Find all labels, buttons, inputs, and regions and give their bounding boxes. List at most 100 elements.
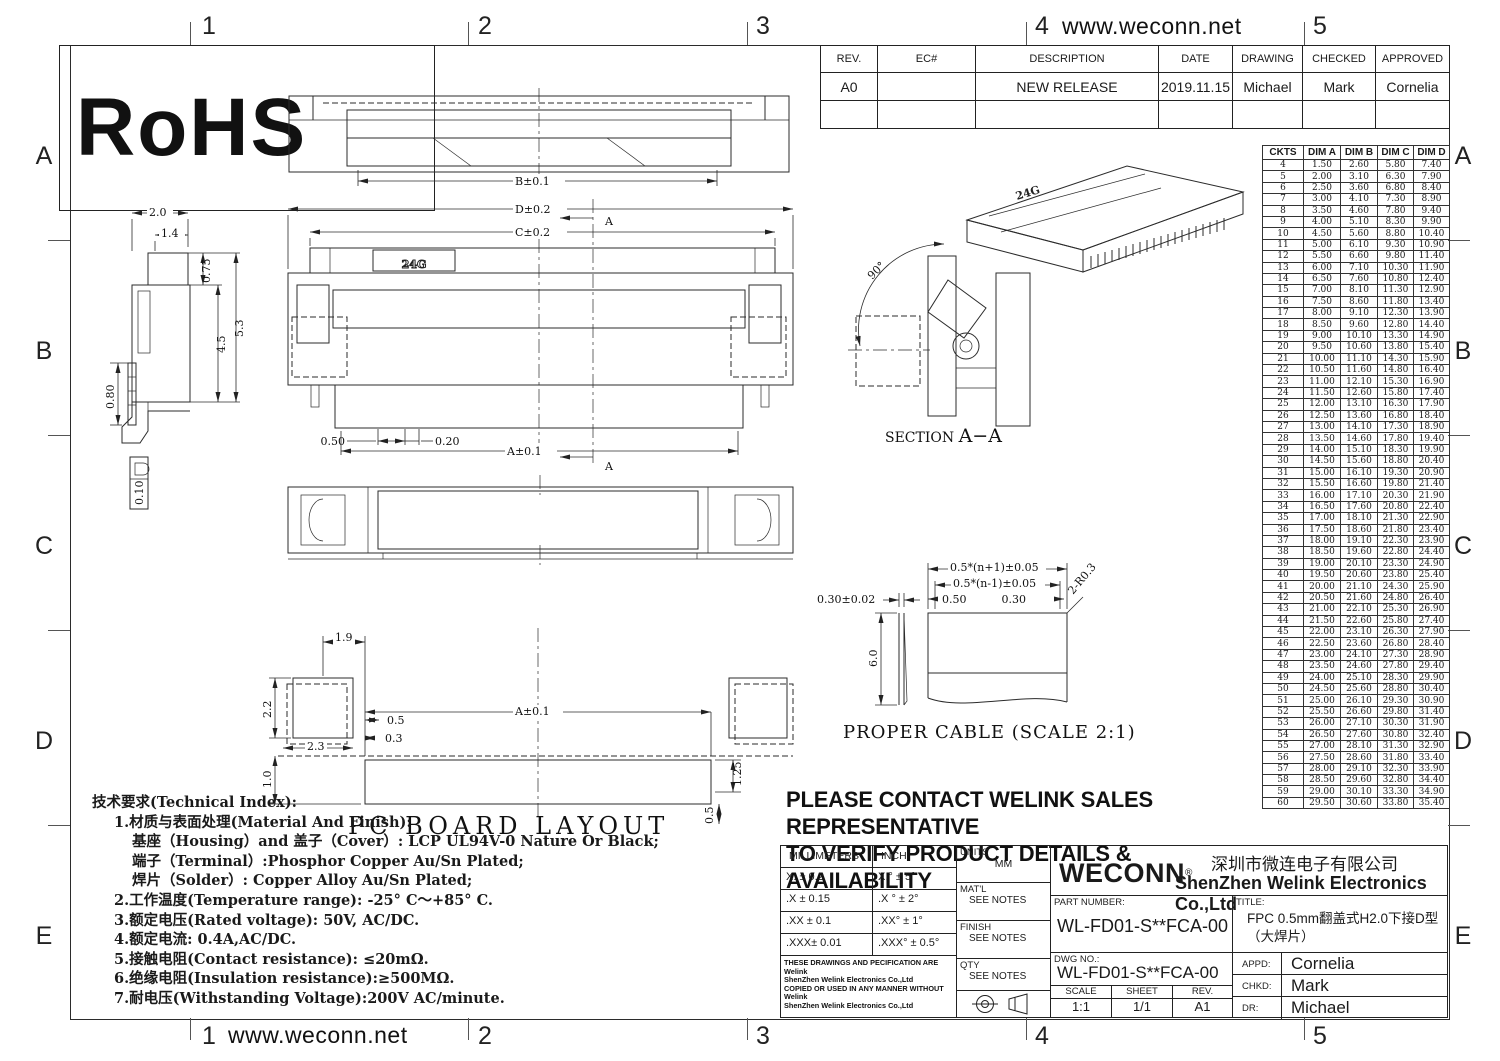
- note-line: 技术要求(Technical Index):: [92, 794, 297, 811]
- dim-label: 1.0: [263, 771, 274, 789]
- table-cell: 34.40: [1413, 774, 1450, 787]
- table-cell: CHECKED: [1302, 45, 1376, 73]
- table-cell: 21.10: [1340, 580, 1378, 593]
- table-cell: 29.00: [1303, 785, 1341, 798]
- dim-label: A±0.1: [514, 705, 550, 718]
- table-cell: 29.10: [1340, 762, 1378, 776]
- section-view-drawing: 90°: [848, 241, 1031, 427]
- table-cell: 23.00: [1303, 648, 1341, 662]
- dim-label: 0.30: [1002, 593, 1027, 606]
- table-cell: 55: [1262, 739, 1304, 753]
- table-cell: 8.00: [1303, 307, 1341, 320]
- table-cell: 9.50: [1303, 341, 1341, 354]
- table-cell: 7.30: [1377, 193, 1414, 206]
- title-cell: TITLE: FPC 0.5mm翻盖式H2.0下接D型（大焊片）: [1232, 895, 1448, 953]
- dim-label: 0.20: [435, 435, 460, 448]
- table-cell: 38: [1262, 546, 1304, 559]
- table-cell: 17: [1262, 307, 1304, 320]
- table-cell: 18.10: [1340, 512, 1378, 525]
- website-url-top: www.weconn.net: [1062, 13, 1242, 39]
- table-cell: 21: [1262, 352, 1304, 366]
- table-cell: 30: [1262, 455, 1304, 468]
- table-cell: 25.60: [1340, 682, 1378, 696]
- table-cell: [877, 100, 976, 129]
- table-cell: 10.10: [1340, 329, 1378, 343]
- grid-letter: E: [1454, 922, 1472, 950]
- table-cell: 15.50: [1303, 477, 1341, 491]
- table-cell: 14.80: [1377, 364, 1414, 377]
- table-cell: 16.10: [1340, 466, 1378, 479]
- table-cell: 21.90: [1413, 489, 1450, 502]
- table-cell: 23.50: [1303, 660, 1341, 673]
- table-cell: 5.50: [1303, 250, 1341, 263]
- table-cell: 7.10: [1340, 261, 1378, 274]
- table-cell: 29.80: [1377, 705, 1414, 719]
- table-cell: 15.10: [1340, 443, 1378, 457]
- table-cell: 46: [1262, 637, 1304, 650]
- table-cell: 30.80: [1377, 728, 1414, 741]
- table-cell: 21.60: [1340, 591, 1378, 605]
- proper-cable-drawing: 0.30±0.02 6.0 0.5*(n+1)±0.05 0.5*(n-1)±0…: [817, 561, 1095, 706]
- table-cell: 4.60: [1340, 204, 1378, 217]
- table-cell: 34.90: [1413, 785, 1450, 798]
- grid-tick: [1448, 825, 1470, 826]
- table-cell: 33.90: [1413, 762, 1450, 776]
- tolerance-row-mm: .XX ± 0.1: [780, 911, 873, 934]
- table-cell: 37: [1262, 534, 1304, 548]
- table-cell: 33.30: [1377, 785, 1414, 798]
- table-cell: 11.60: [1340, 364, 1378, 377]
- table-cell: 20.60: [1340, 569, 1378, 582]
- grid-letter: A: [35, 142, 53, 170]
- table-cell: [1375, 100, 1450, 129]
- table-cell: 3.00: [1303, 193, 1341, 206]
- table-cell: 22.00: [1303, 625, 1341, 639]
- table-cell: 43: [1262, 603, 1304, 616]
- table-cell: 15.80: [1377, 386, 1414, 400]
- table-cell: 47: [1262, 648, 1304, 662]
- table-cell: 26.60: [1340, 705, 1378, 719]
- table-cell: [1302, 100, 1376, 129]
- table-cell: 20.10: [1340, 557, 1378, 571]
- table-cell: 20: [1262, 341, 1304, 354]
- dim-label: 0.5*(n-1)±0.05: [953, 577, 1036, 590]
- grid-letter: E: [35, 922, 53, 950]
- table-cell: 13.10: [1340, 398, 1378, 411]
- tolerance-row-inch: .XXX° ± 0.5°: [872, 933, 957, 956]
- table-cell: 26.40: [1413, 591, 1450, 605]
- table-cell: 12.80: [1377, 318, 1414, 331]
- table-cell: 15.90: [1413, 352, 1450, 366]
- table-cell: 25.50: [1303, 705, 1341, 719]
- table-cell: 13.00: [1303, 420, 1341, 434]
- brand-cell: WECONN® 深圳市微连电子有限公司 ShenZhen Welink Elec…: [1050, 845, 1448, 914]
- table-cell: 24.00: [1303, 671, 1341, 684]
- table-cell: 13.80: [1377, 341, 1414, 354]
- table-cell: 16.90: [1413, 375, 1450, 388]
- grid-tick: [747, 22, 748, 45]
- table-cell: 54: [1262, 728, 1304, 741]
- table-cell: 8.40: [1413, 181, 1450, 195]
- table-cell: 42: [1262, 591, 1304, 605]
- sheet-header-cell: SHEET: [1111, 985, 1173, 999]
- table-cell: 4.00: [1303, 215, 1341, 229]
- table-cell: 23.10: [1340, 625, 1378, 639]
- table-cell: 24: [1262, 386, 1304, 400]
- table-cell: 12.30: [1377, 307, 1414, 320]
- table-cell: 10.40: [1413, 227, 1450, 240]
- grid-tick: [48, 435, 70, 436]
- table-cell: 35: [1262, 512, 1304, 525]
- table-cell: 34: [1262, 500, 1304, 514]
- table-cell: 3.60: [1340, 181, 1378, 195]
- dim-label: 6.0: [867, 650, 880, 668]
- table-cell: 29.40: [1413, 660, 1450, 673]
- dim-label: 0.50: [321, 435, 346, 448]
- dwg-no-cell: DWG NO.: WL-FD01-S**FCA-00: [1050, 952, 1233, 986]
- table-cell: 35.40: [1413, 796, 1450, 810]
